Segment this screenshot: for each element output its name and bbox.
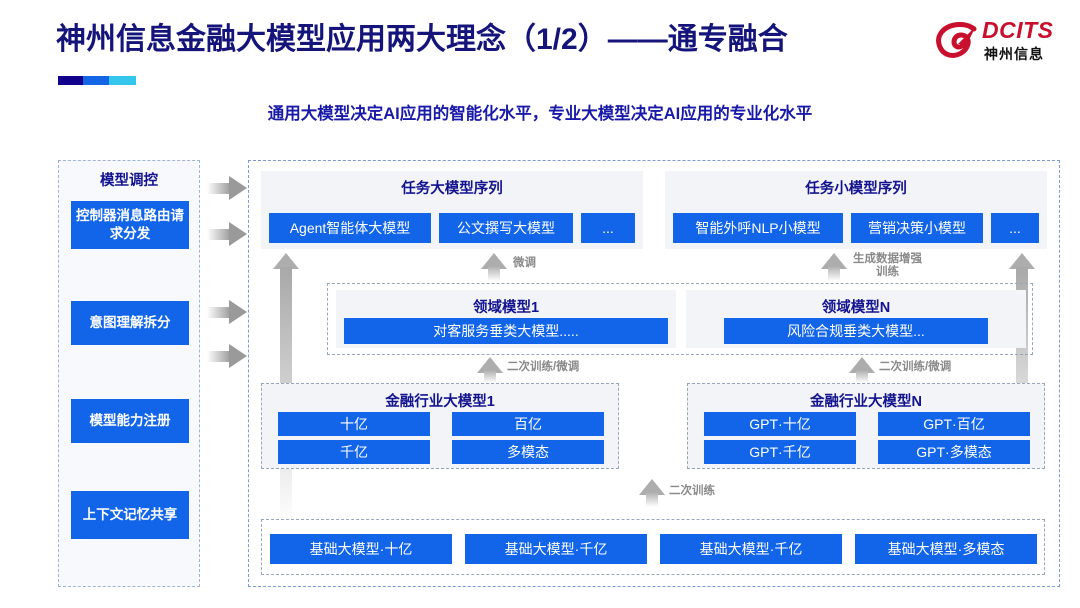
chip-agent-big-model[interactable]: Agent智能体大模型	[269, 213, 431, 243]
control-panel-title: 模型调控	[100, 173, 158, 189]
flow-arrow-right-4	[207, 344, 247, 368]
arrow-label-fine-tune: 微调	[513, 257, 536, 269]
domain-model-group: 领域模型1 对客服务垂类大模型..... 领域模型N 风险合规垂类大模型...	[327, 283, 1033, 355]
arrow-label-retrain-base: 二次训练	[669, 485, 715, 497]
control-item-context-memory[interactable]: 上下文记忆共享	[71, 491, 189, 539]
chip-task-big-more[interactable]: ...	[581, 213, 635, 243]
chip-fin1-ten-billion[interactable]: 百亿	[452, 412, 604, 436]
arrow-up-retrain-base	[639, 479, 665, 507]
base-model-group: 基础大模型·十亿 基础大模型·千亿 基础大模型·千亿 基础大模型·多模态	[261, 519, 1045, 575]
underline-segment-2	[82, 76, 110, 85]
chip-finn-gpt-billion[interactable]: GPT·十亿	[704, 412, 856, 436]
arrow-label-retrain-left: 二次训练/微调	[507, 361, 580, 373]
task-big-model-panel: 任务大模型序列 Agent智能体大模型 公文撰写大模型 ...	[261, 171, 643, 249]
arrow-up-retrain-right	[849, 357, 875, 383]
domain-model-1-panel: 领域模型1 对客服务垂类大模型.....	[336, 290, 676, 348]
underline-segment-1	[58, 76, 83, 85]
chip-base-model-hundred-billion-1[interactable]: 基础大模型·千亿	[465, 534, 647, 564]
task-big-model-title: 任务大模型序列	[401, 181, 503, 197]
control-panel: 模型调控 控制器消息路由请求分发 意图理解拆分 模型能力注册 上下文记忆共享	[58, 160, 200, 587]
chip-marketing-decision-small-model[interactable]: 营销决策小模型	[851, 213, 983, 243]
company-logo: DCITS 神州信息	[936, 18, 1068, 68]
finance-model-1-title: 金融行业大模型1	[385, 394, 495, 410]
arrow-up-gen-data-right	[821, 253, 847, 281]
task-small-model-panel: 任务小模型序列 智能外呼NLP小模型 营销决策小模型 ...	[665, 171, 1047, 249]
finance-industry-model-1-panel: 金融行业大模型1 十亿 百亿 千亿 多模态	[261, 383, 619, 469]
page-subtitle: 通用大模型决定AI应用的智能化水平，专业大模型决定AI应用的专业化水平	[267, 105, 813, 123]
chip-fin1-hundred-billion[interactable]: 千亿	[278, 440, 430, 464]
swirl-logo-icon	[936, 22, 977, 58]
control-item-intent-parse[interactable]: 意图理解拆分	[71, 301, 189, 345]
underline-segment-3	[109, 76, 136, 85]
task-small-model-title: 任务小模型序列	[805, 181, 907, 197]
chip-outbound-nlp-small-model[interactable]: 智能外呼NLP小模型	[673, 213, 843, 243]
logo-chinese-name: 神州信息	[984, 46, 1044, 62]
chip-finn-gpt-ten-billion[interactable]: GPT·百亿	[878, 412, 1030, 436]
arrow-label-gen-data: 生成数据增强 训练	[853, 253, 922, 279]
domain-model-1-title: 领域模型1	[472, 300, 540, 316]
finance-model-n-title: 金融行业大模型N	[810, 394, 922, 410]
domain-model-n-title: 领域模型N	[821, 300, 891, 316]
arrow-up-fine-tune-left	[481, 253, 507, 281]
chip-customer-service-vertical-model[interactable]: 对客服务垂类大模型.....	[344, 318, 668, 344]
flow-arrow-right-3	[207, 300, 247, 324]
chip-base-model-multimodal[interactable]: 基础大模型·多模态	[855, 534, 1037, 564]
arrow-label-gen-data-line1: 生成数据增强	[853, 253, 922, 265]
title-underline-bar	[58, 76, 136, 85]
domain-model-n-panel: 领域模型N 风险合规垂类大模型...	[686, 290, 1026, 348]
arrow-up-retrain-left	[477, 357, 503, 383]
flow-arrow-right-2	[207, 222, 247, 246]
control-item-capability-register[interactable]: 模型能力注册	[71, 399, 189, 443]
arrow-label-gen-data-line2: 训练	[876, 266, 899, 278]
arrow-label-retrain-right: 二次训练/微调	[879, 361, 952, 373]
page-title: 神州信息金融大模型应用两大理念（1/2）——通专融合	[56, 23, 788, 56]
chip-fin1-multimodal[interactable]: 多模态	[452, 440, 604, 464]
control-item-router-dispatch[interactable]: 控制器消息路由请求分发	[71, 201, 189, 249]
chip-finn-gpt-multimodal[interactable]: GPT·多模态	[878, 440, 1030, 464]
chip-document-writing-model[interactable]: 公文撰写大模型	[439, 213, 573, 243]
architecture-diagram: 任务大模型序列 Agent智能体大模型 公文撰写大模型 ... 任务小模型序列 …	[248, 160, 1060, 587]
logo-wordmark: DCITS	[982, 17, 1054, 43]
chip-base-model-billion[interactable]: 基础大模型·十亿	[270, 534, 452, 564]
chip-finn-gpt-hundred-billion[interactable]: GPT·千亿	[704, 440, 856, 464]
chip-fin1-billion[interactable]: 十亿	[278, 412, 430, 436]
chip-task-small-more[interactable]: ...	[991, 213, 1039, 243]
chip-base-model-hundred-billion-2[interactable]: 基础大模型·千亿	[660, 534, 842, 564]
finance-industry-model-n-panel: 金融行业大模型N GPT·十亿 GPT·百亿 GPT·千亿 GPT·多模态	[687, 383, 1045, 469]
page-header: 神州信息金融大模型应用两大理念（1/2）——通专融合 通用大模型决定AI应用的智…	[0, 0, 1080, 150]
flow-arrow-right-1	[207, 176, 247, 200]
chip-risk-compliance-vertical-model[interactable]: 风险合规垂类大模型...	[724, 318, 988, 344]
